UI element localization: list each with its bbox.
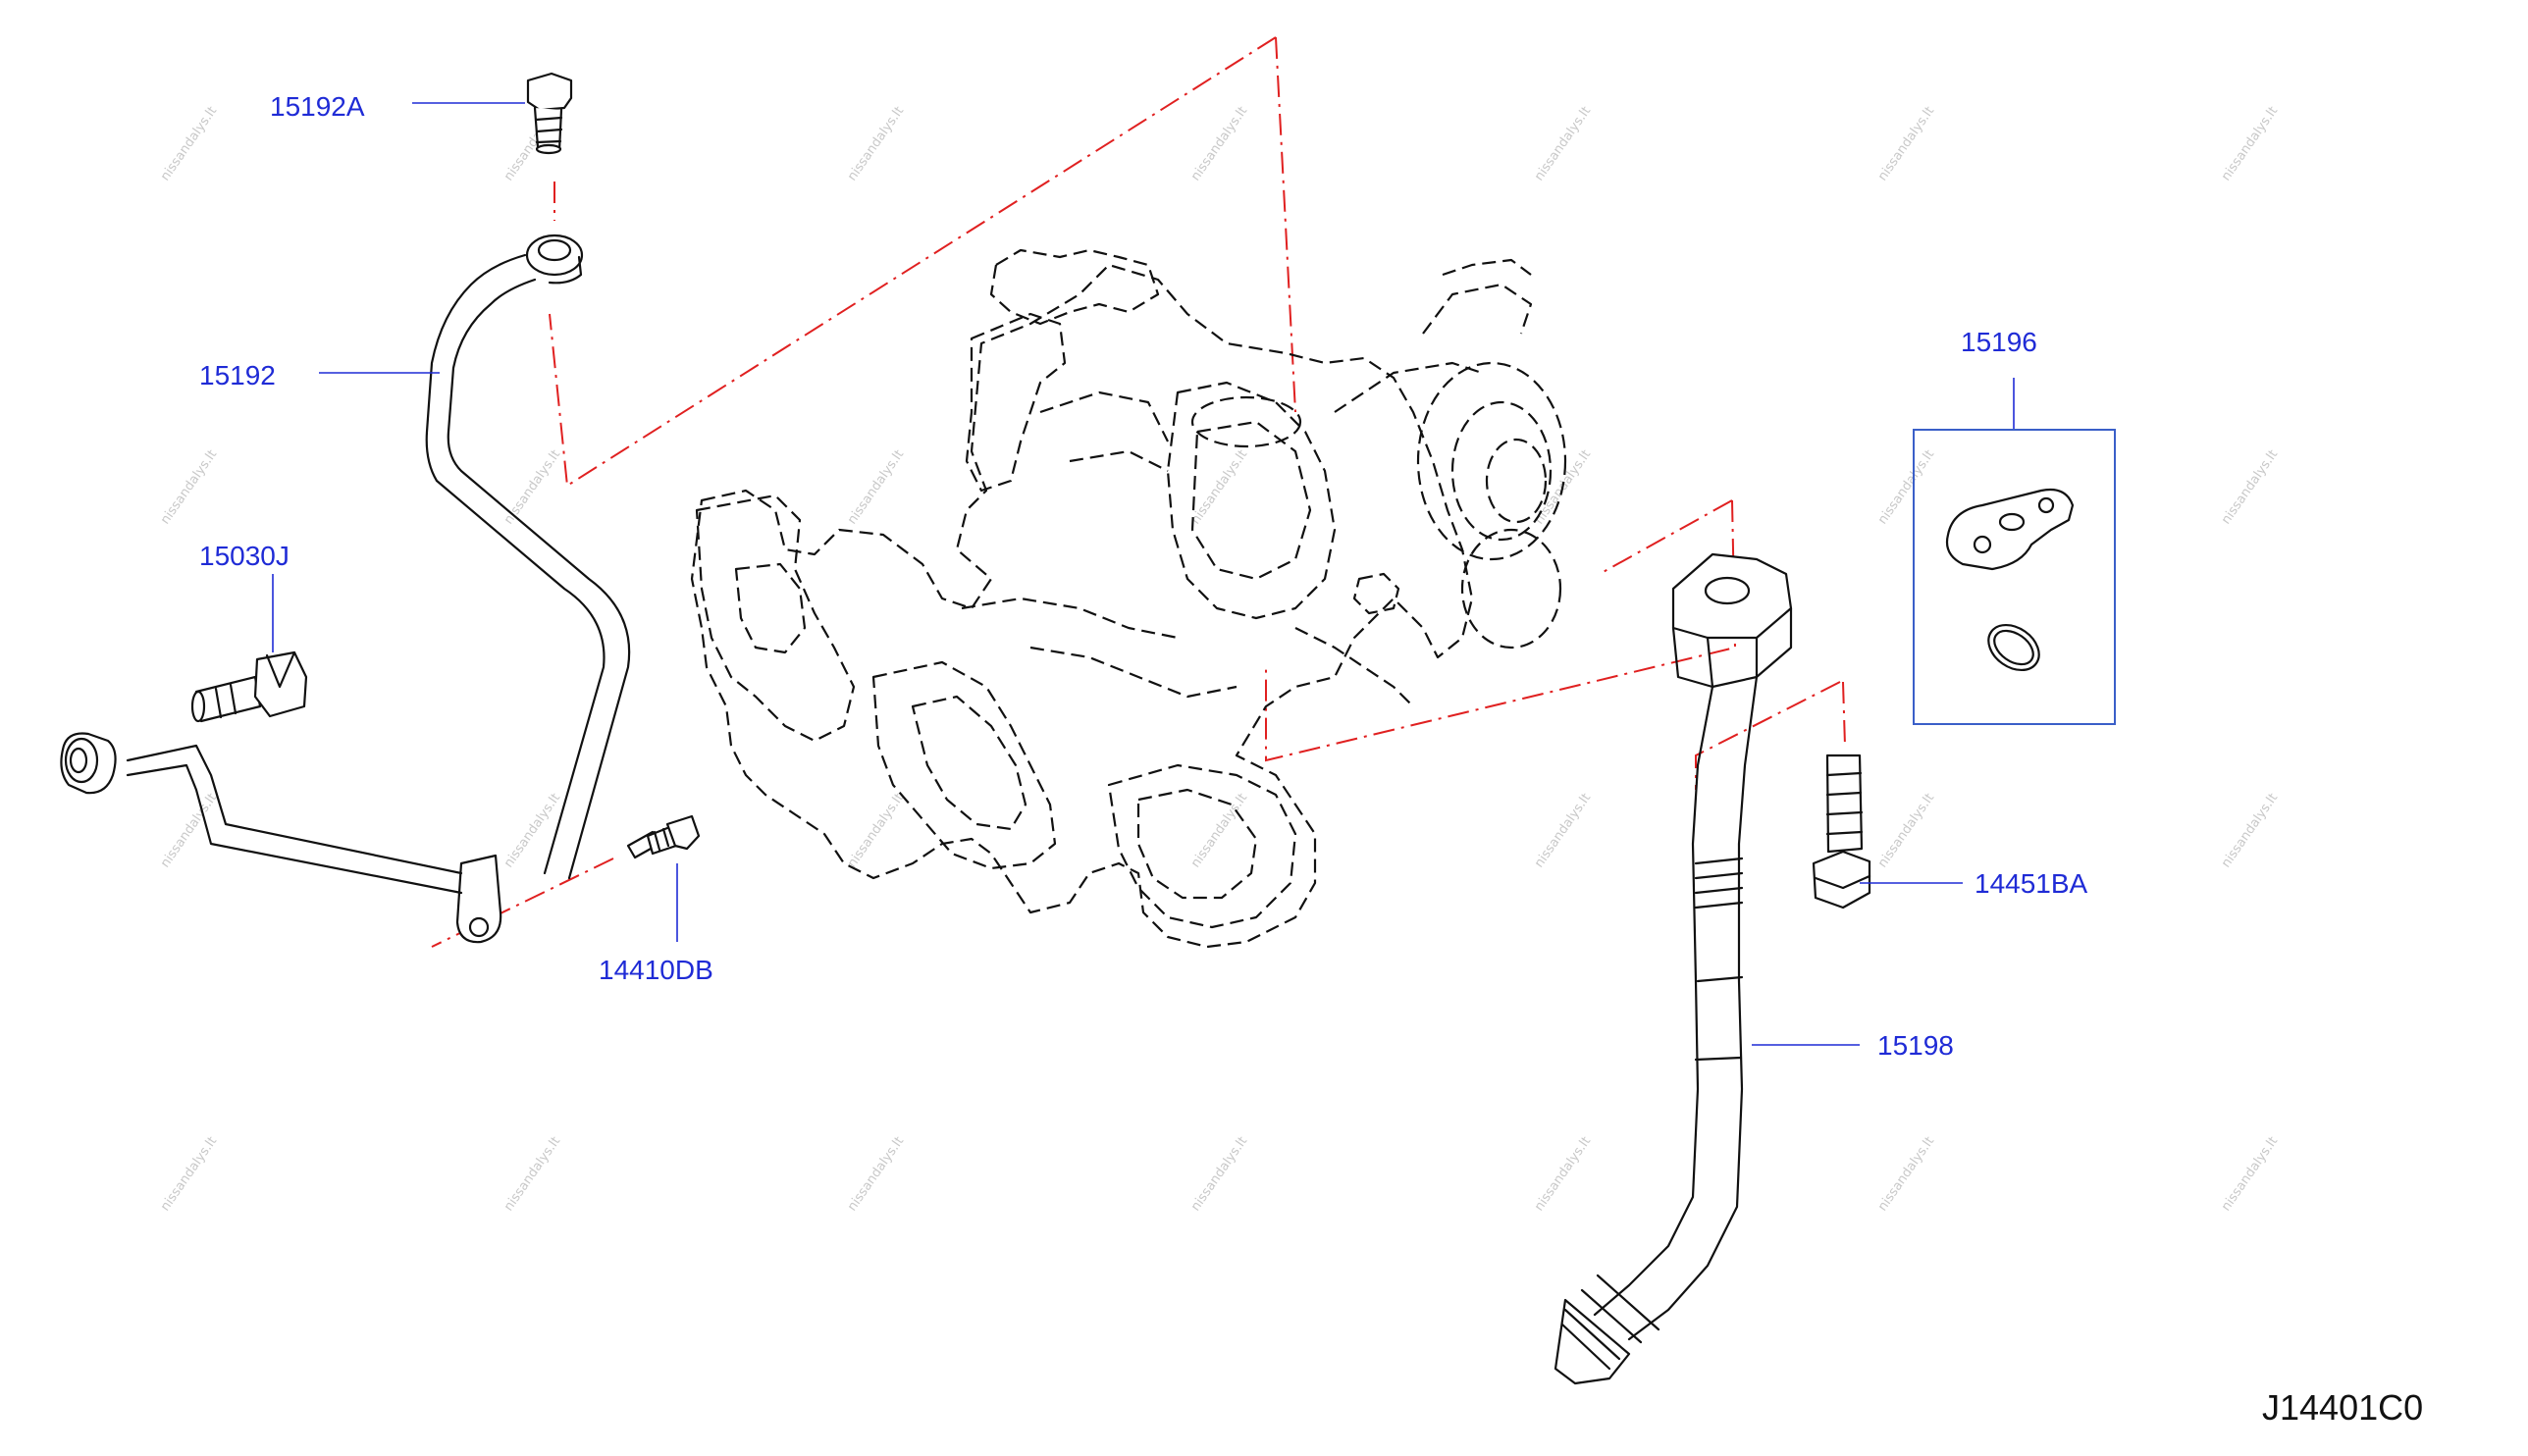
- watermark-text: nissandalys.lt: [158, 791, 220, 870]
- watermark-text: nissandalys.lt: [845, 104, 907, 183]
- gasket-kit-15196: [1913, 429, 2116, 725]
- connector-15030J: [190, 650, 308, 723]
- watermark-text: nissandalys.lt: [2219, 447, 2281, 527]
- bolt-14410DB: [626, 814, 701, 859]
- callout-15196: 15196: [1961, 327, 2037, 357]
- banjo-bolt-15192A: [526, 72, 573, 155]
- watermark-text: nissandalys.lt: [158, 447, 220, 527]
- watermark-text: nissandalys.lt: [1875, 1134, 1937, 1214]
- watermark-text: nissandalys.lt: [1188, 1134, 1250, 1214]
- watermark-text: nissandalys.lt: [158, 1134, 220, 1214]
- callout-15030J: 15030J: [199, 541, 290, 571]
- watermark-text: nissandalys.lt: [845, 791, 907, 870]
- watermark-text: nissandalys.lt: [845, 1134, 907, 1214]
- diagram-code: J14401C0: [2262, 1387, 2423, 1428]
- watermark-text: nissandalys.lt: [501, 1134, 563, 1214]
- callout-14410DB: 14410DB: [599, 955, 713, 985]
- oil-drain-tube-15198: [1554, 552, 1793, 1385]
- watermark-text: nissandalys.lt: [501, 447, 563, 527]
- turbocharger-assembly: [690, 248, 1567, 949]
- watermark-text: nissandalys.lt: [845, 447, 907, 527]
- watermark-text: nissandalys.lt: [1188, 791, 1250, 870]
- watermark-text: nissandalys.lt: [1188, 104, 1250, 183]
- watermark-text: nissandalys.lt: [158, 104, 220, 183]
- watermark-text: nissandalys.lt: [2219, 791, 2281, 870]
- watermark-text: nissandalys.lt: [1875, 104, 1937, 183]
- watermark-text: nissandalys.lt: [1875, 447, 1937, 527]
- watermark-text: nissandalys.lt: [2219, 104, 2281, 183]
- watermark-text: nissandalys.lt: [1532, 1134, 1594, 1214]
- watermark-text: nissandalys.lt: [1532, 791, 1594, 870]
- watermark-text: nissandalys.lt: [1532, 104, 1594, 183]
- watermark-text: nissandalys.lt: [501, 791, 563, 870]
- watermark-text: nissandalys.lt: [1188, 447, 1250, 527]
- watermark-layer: nissandalys.lt nissandalys.lt nissandalys.…: [158, 104, 2281, 1214]
- watermark-text: nissandalys.lt: [1875, 791, 1937, 870]
- watermark-text: nissandalys.lt: [2219, 1134, 2281, 1214]
- callout-15192A: 15192A: [270, 91, 365, 122]
- callout-14451BA: 14451BA: [1975, 868, 2088, 899]
- oil-feed-tube-15192: [60, 234, 631, 944]
- callout-15192: 15192: [199, 360, 276, 390]
- callout-15198: 15198: [1877, 1030, 1954, 1061]
- bolt-14451BA: [1812, 754, 1871, 910]
- leader-lines: [272, 102, 2015, 1046]
